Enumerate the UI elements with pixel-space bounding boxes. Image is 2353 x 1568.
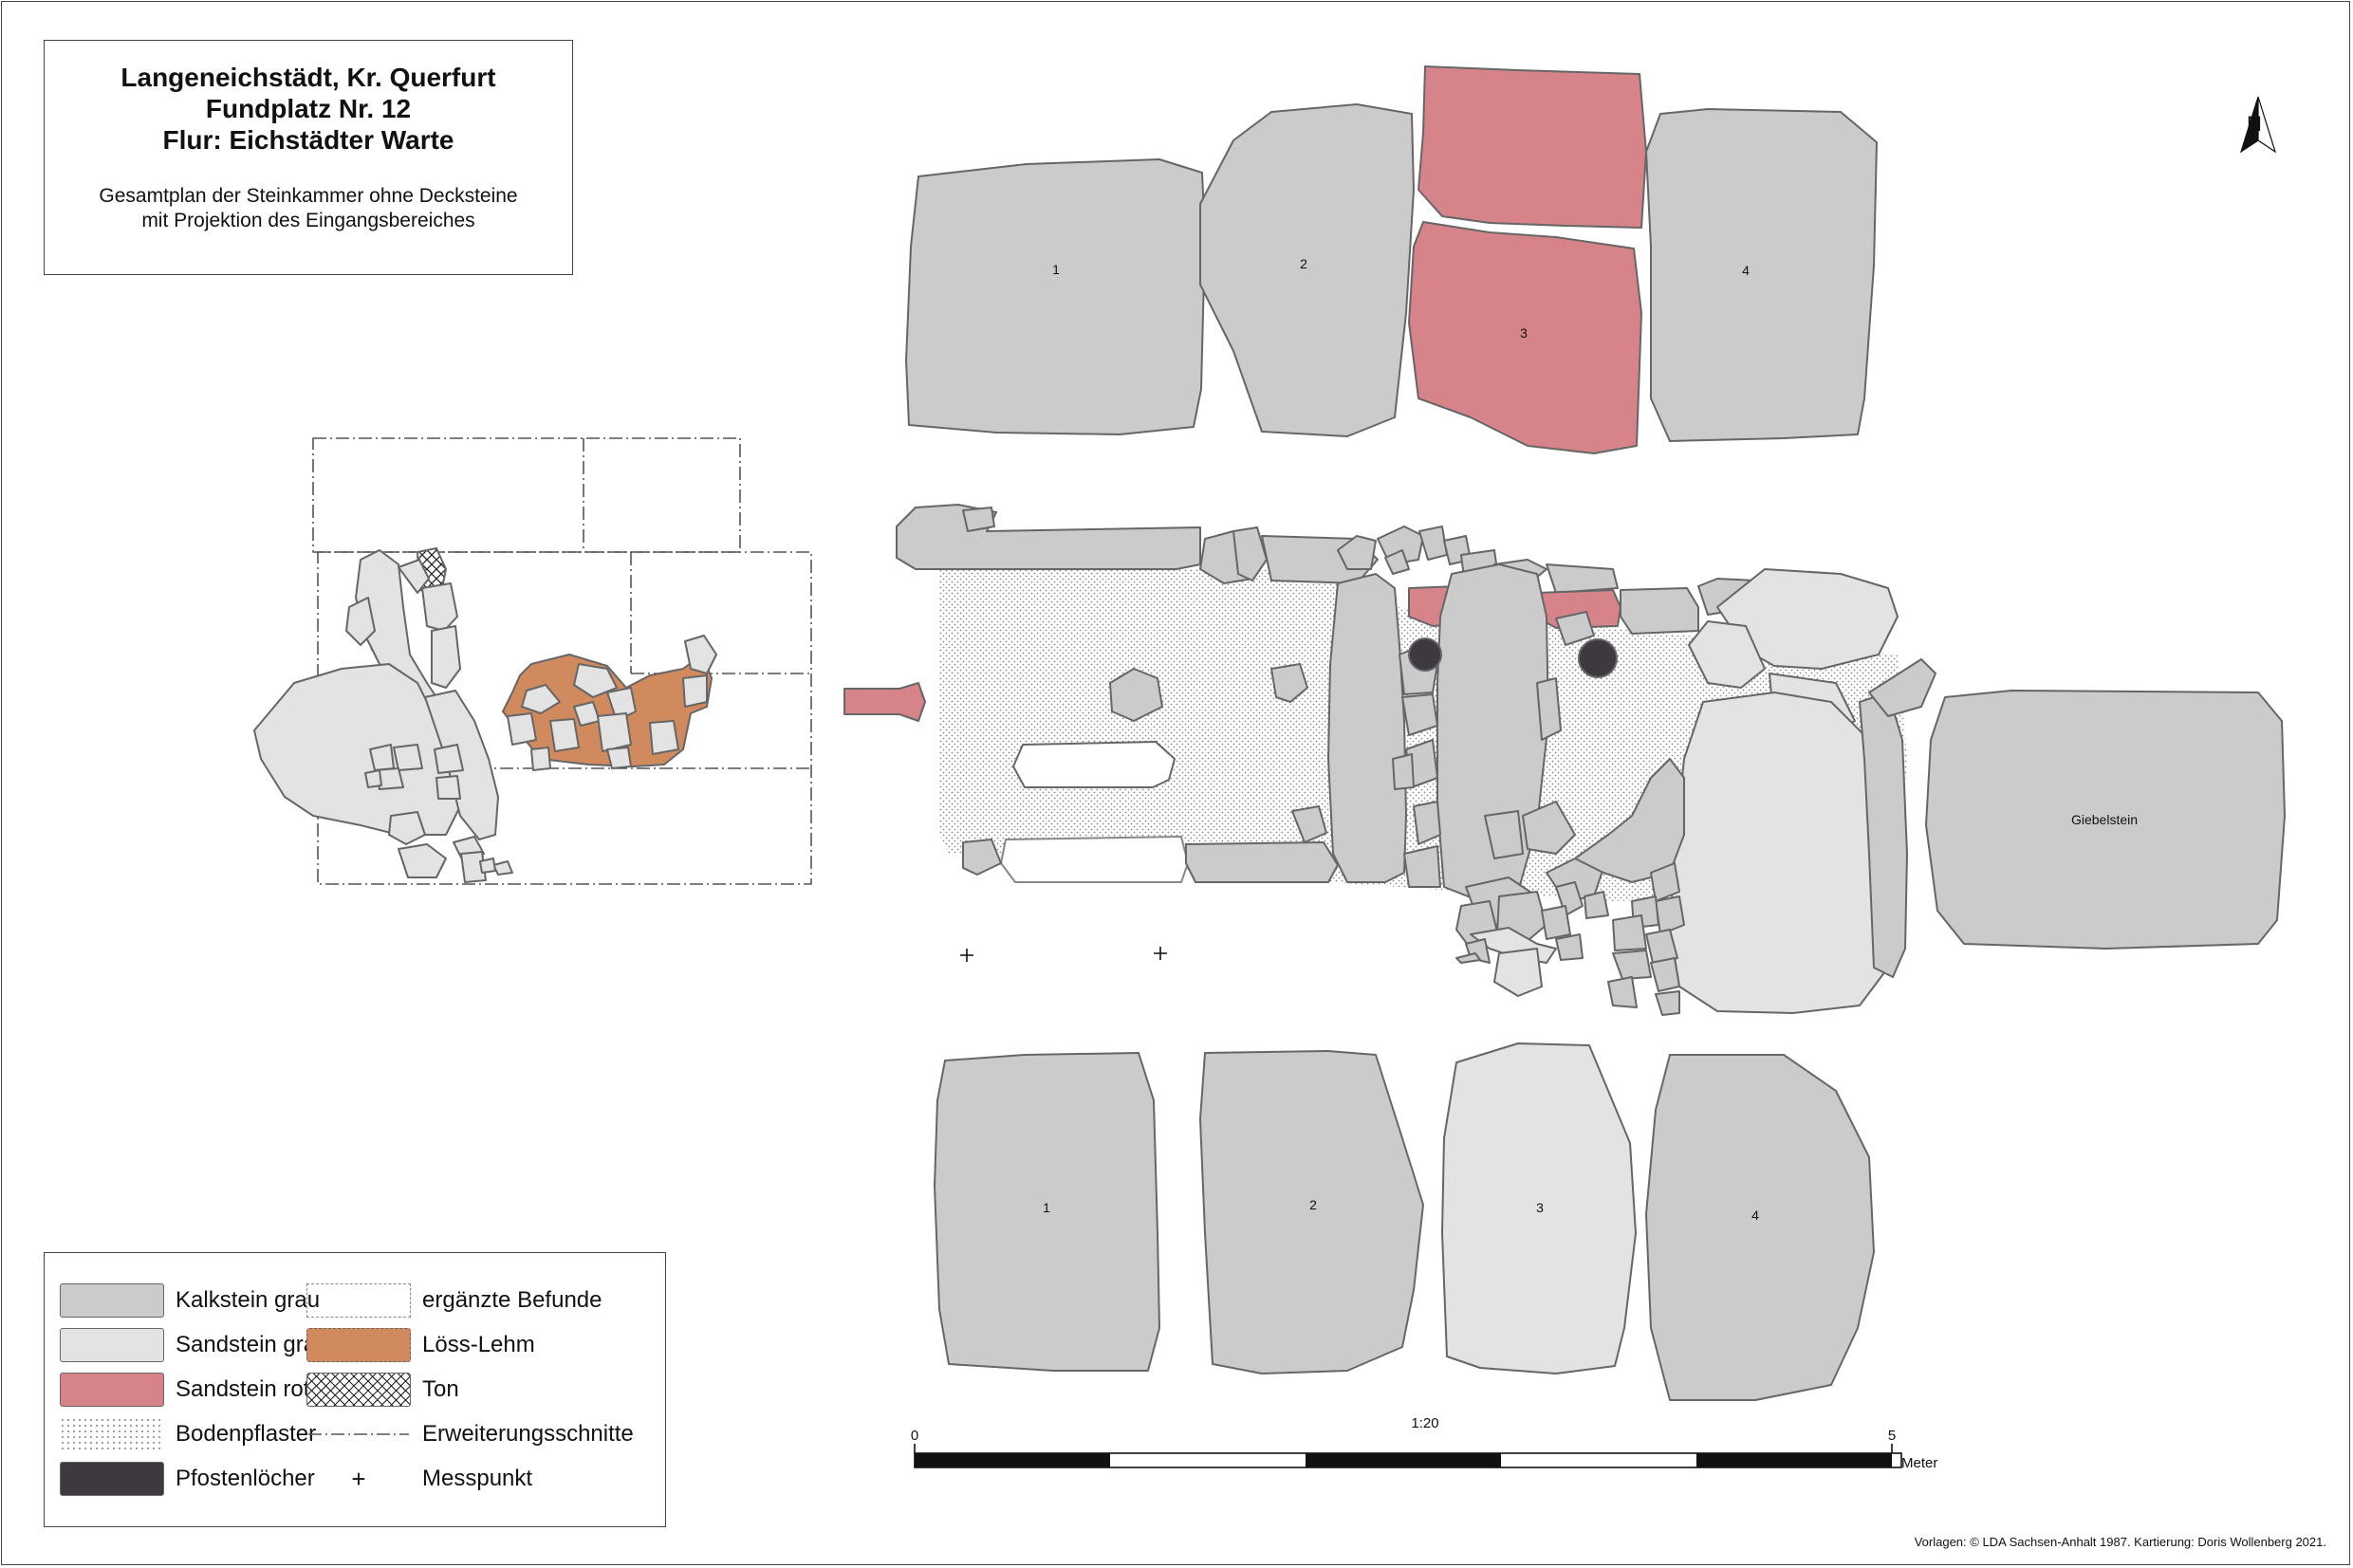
legend-swatch-sandstein-grau — [60, 1328, 164, 1362]
measuring-point-1 — [960, 949, 973, 962]
legend-item-pfostenloecher: Pfostenlöcher — [60, 1460, 315, 1498]
legend-swatch-kalkstein — [60, 1283, 164, 1318]
label-top-stone-3: 3 — [1520, 325, 1528, 341]
title-field-name: Flur: Eichstädter Warte — [162, 125, 454, 155]
legend-swatch-messpunkt: + — [351, 1465, 366, 1493]
legend-swatch-erweiterung — [308, 1433, 409, 1435]
label-gable-stone: Giebelstein — [2071, 812, 2138, 827]
top-stone-1 — [905, 158, 1206, 435]
legend-item-sandstein-rot: Sandstein rot — [60, 1371, 309, 1409]
paving-gap-2 — [1000, 836, 1189, 883]
measuring-point-2 — [1154, 947, 1167, 960]
scale-unit: Meter — [1901, 1455, 1937, 1471]
label-bottom-stone-4: 4 — [1751, 1208, 1759, 1223]
bottom-stone-4 — [1645, 1054, 1875, 1401]
label-top-stone-1: 1 — [1052, 262, 1060, 277]
legend-item-ergaenzt: ergänzte Befunde — [306, 1282, 602, 1319]
top-stone-3b-red — [1408, 221, 1642, 454]
bottom-stone-2 — [1199, 1050, 1424, 1374]
legend-label-messpunkt: Messpunkt — [422, 1466, 533, 1491]
legend-item-kalkstein: Kalkstein grau — [60, 1282, 320, 1319]
top-stone-4 — [1645, 108, 1878, 442]
scale-end: 5 — [1888, 1428, 1896, 1444]
title-site-number: Fundplatz Nr. 12 — [205, 94, 412, 123]
subtitle-line-1: Gesamtplan der Steinkammer ohne Deckstei… — [99, 185, 518, 207]
top-stone-2 — [1199, 103, 1415, 437]
legend-item-ton: Ton — [306, 1371, 459, 1409]
post-hole-2 — [1578, 638, 1618, 678]
legend-label-ergaenzt: ergänzte Befunde — [422, 1287, 602, 1313]
legend-label-sandstein-grau: Sandstein grau — [176, 1332, 329, 1357]
subtitle-line-2: mit Projektion des Eingangsbereiches — [141, 210, 475, 231]
label-bottom-stone-1: 1 — [1043, 1200, 1050, 1215]
scale-start: 0 — [911, 1428, 918, 1444]
legend-swatch-ergaenzt — [306, 1283, 411, 1318]
entrance-marker-red — [843, 682, 926, 722]
legend-swatch-sandstein-rot — [60, 1373, 164, 1407]
legend-label-kalkstein: Kalkstein grau — [176, 1287, 321, 1313]
legend-label-pfostenloecher: Pfostenlöcher — [176, 1466, 315, 1491]
legend-item-loess: Löss-Lehm — [306, 1326, 535, 1364]
title-box: Langeneichstädt, Kr. Querfurt Fundplatz … — [44, 40, 573, 275]
label-top-stone-4: 4 — [1742, 263, 1750, 278]
credit-line: Vorlagen: © LDA Sachsen-Anhalt 1987. Kar… — [1914, 1535, 2326, 1549]
bottom-stone-3 — [1441, 1042, 1637, 1374]
legend-item-erweiterung: Erweiterungsschnitte — [306, 1415, 634, 1453]
north-arrow-icon — [2239, 96, 2277, 154]
measuring-points — [960, 947, 1167, 962]
legend-swatch-loess — [306, 1328, 411, 1362]
top-stone-3a-red — [1417, 65, 1647, 229]
title-site: Langeneichstädt, Kr. Querfurt — [120, 63, 496, 92]
legend-label-loess: Löss-Lehm — [422, 1332, 535, 1357]
legend-swatch-pfostenloecher — [60, 1462, 164, 1496]
legend-item-messpunkt: + Messpunkt — [306, 1460, 532, 1498]
scale-bar — [914, 1444, 1902, 1468]
label-bottom-stone-2: 2 — [1309, 1197, 1317, 1212]
legend-label-bodenpflaster: Bodenpflaster — [176, 1421, 317, 1447]
legend-item-sandstein-grau: Sandstein grau — [60, 1326, 328, 1364]
gable-stone — [1925, 690, 2286, 950]
paving-gap-1 — [1012, 741, 1176, 788]
legend-label-ton: Ton — [422, 1376, 459, 1402]
legend-label-erweiterung: Erweiterungsschnitte — [422, 1421, 634, 1447]
legend-swatch-bodenpflaster — [60, 1417, 164, 1451]
label-top-stone-2: 2 — [1300, 256, 1307, 271]
legend-label-sandstein-rot: Sandstein rot — [176, 1376, 310, 1402]
bottom-stone-1 — [934, 1052, 1160, 1372]
scale-ratio: 1:20 — [1411, 1415, 1438, 1431]
legend-swatch-ton — [306, 1373, 411, 1407]
legend: Kalkstein grau Sandstein grau Sandstein … — [44, 1252, 666, 1527]
gable-stone-sandstone-main — [1669, 692, 1897, 1014]
extension-trench-upper — [312, 437, 741, 553]
post-hole-1 — [1408, 637, 1442, 672]
label-bottom-stone-3: 3 — [1536, 1200, 1544, 1215]
legend-item-bodenpflaster: Bodenpflaster — [60, 1415, 316, 1453]
north-label: N — [2247, 112, 2262, 136]
